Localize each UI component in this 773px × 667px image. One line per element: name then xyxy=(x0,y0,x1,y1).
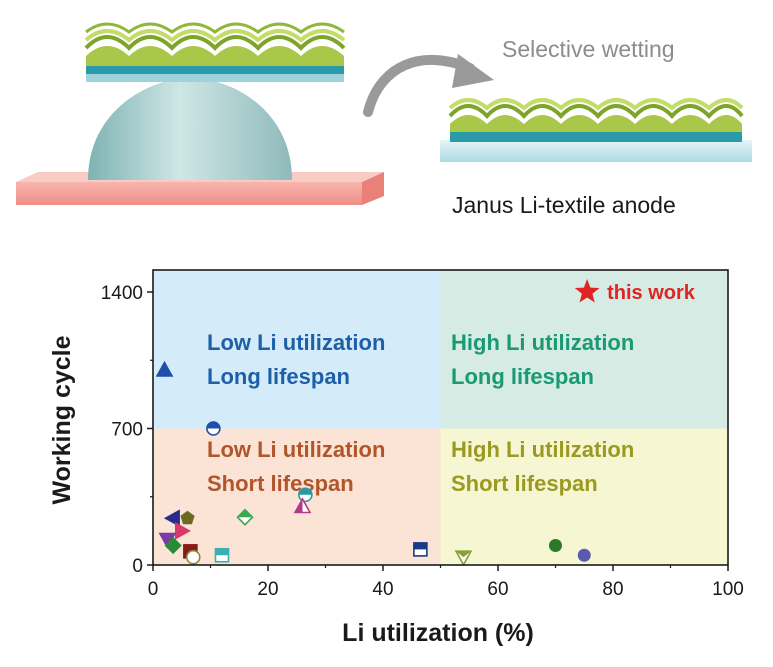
region-label-0-line-0: Low Li utilization xyxy=(207,330,385,355)
this-work-label: this work xyxy=(607,282,696,304)
data-point-4 xyxy=(180,510,195,525)
textile-stack-left xyxy=(84,22,346,82)
data-points xyxy=(155,360,591,567)
molten-li-illustration xyxy=(16,22,384,205)
region-low-long xyxy=(153,270,441,429)
janus-anode-label: Janus Li-textile anode xyxy=(452,192,676,218)
data-point-13 xyxy=(413,542,428,557)
region-label-2-line-0: Low Li utilization xyxy=(207,437,385,462)
data-point-5 xyxy=(236,508,254,526)
region-label-0-line-1: Long lifespan xyxy=(207,364,350,389)
y-tick-label-0: 0 xyxy=(132,556,143,577)
x-tick-label-1: 20 xyxy=(257,579,278,600)
x-tick-label-4: 80 xyxy=(602,579,623,600)
data-point-3 xyxy=(163,509,180,528)
y-tick-label-1: 700 xyxy=(111,420,143,441)
li-layer xyxy=(440,140,752,162)
region-backgrounds xyxy=(153,270,728,565)
y-axis-label: Working cycle xyxy=(48,335,76,504)
x-tick-label-5: 100 xyxy=(712,579,744,600)
data-point-9 xyxy=(164,536,182,555)
substrate-plate xyxy=(16,182,362,205)
selective-wetting-label: Selective wetting xyxy=(502,36,675,62)
region-label-3-line-0: High Li utilization xyxy=(451,437,634,462)
data-point-14 xyxy=(454,550,473,567)
data-point-15 xyxy=(549,539,562,552)
this-work-star-icon xyxy=(574,279,600,303)
data-point-1 xyxy=(206,421,221,436)
data-point-6 xyxy=(293,497,312,514)
region-label-3-line-1: Short lifespan xyxy=(451,471,598,496)
region-label-1-line-0: High Li utilization xyxy=(451,330,634,355)
data-point-12 xyxy=(214,547,230,563)
data-point-0 xyxy=(155,360,174,377)
data-point-2 xyxy=(298,487,313,503)
region-label-2-line-1: Short lifespan xyxy=(207,471,354,496)
process-arrow xyxy=(363,54,494,117)
region-high-short xyxy=(440,428,728,565)
axes: 0 20 40 60 80 100 0 700 1400 xyxy=(101,269,744,600)
this-work-highlight: this work xyxy=(574,279,696,304)
data-point-16 xyxy=(577,548,591,562)
x-tick-label-0: 0 xyxy=(148,579,159,600)
janus-anode-illustration xyxy=(440,98,752,162)
data-point-11 xyxy=(185,549,201,565)
data-point-7 xyxy=(175,522,191,540)
x-tick-label-2: 40 xyxy=(372,579,393,600)
y-tick-label-2: 1400 xyxy=(101,283,143,304)
x-axis-label: Li utilization (%) xyxy=(342,619,534,647)
molten-li-dome xyxy=(88,78,292,180)
region-low-short xyxy=(153,428,441,565)
x-tick-label-3: 60 xyxy=(487,579,508,600)
region-label-1-line-1: Long lifespan xyxy=(451,364,594,389)
